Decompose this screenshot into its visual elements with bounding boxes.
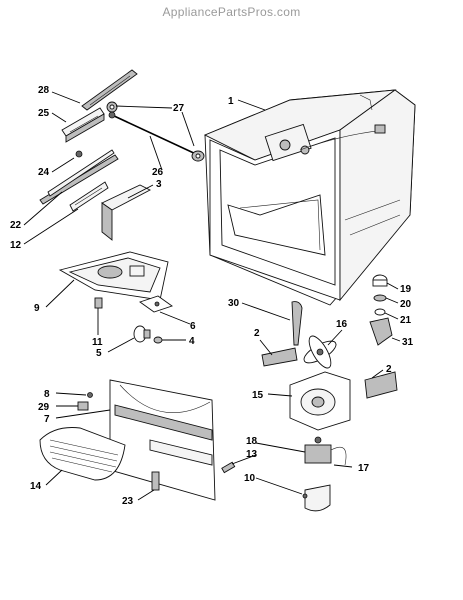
cap bbox=[372, 274, 388, 287]
freezer-housing bbox=[203, 89, 416, 306]
clip bbox=[87, 392, 93, 398]
gear bbox=[106, 101, 205, 162]
callout-20: 20 bbox=[400, 299, 412, 310]
callout-22: 22 bbox=[10, 220, 22, 231]
callouts: 1 28 25 27 24 26 3 22 12 9 11 6 5 4 8 29… bbox=[10, 85, 414, 507]
fan-shroud bbox=[289, 371, 351, 431]
front-panel bbox=[109, 379, 216, 501]
foam-strip bbox=[364, 371, 398, 399]
callout-16: 16 bbox=[336, 319, 348, 330]
drain-tube bbox=[221, 461, 236, 474]
sensor bbox=[94, 297, 103, 309]
callout-4: 4 bbox=[189, 336, 195, 347]
callout-21: 21 bbox=[400, 315, 412, 326]
callout-18: 18 bbox=[246, 436, 258, 447]
rail-bracket bbox=[61, 107, 105, 143]
slide-bracket bbox=[69, 181, 109, 212]
grille bbox=[39, 427, 126, 481]
callout-27: 27 bbox=[173, 103, 185, 114]
callout-6: 6 bbox=[190, 321, 196, 332]
bracket-clip bbox=[77, 401, 89, 411]
axle-rod bbox=[108, 111, 199, 156]
control-housing bbox=[58, 251, 169, 301]
grommet bbox=[374, 308, 386, 316]
callout-2: 2 bbox=[386, 364, 392, 375]
damper-arm bbox=[291, 301, 303, 346]
screw bbox=[75, 150, 83, 158]
watermark: AppliancePartsPros.com bbox=[162, 5, 301, 19]
slide-rail bbox=[39, 149, 119, 205]
callout-10: 10 bbox=[244, 473, 256, 484]
callout-25: 25 bbox=[38, 108, 50, 119]
foam-strip bbox=[261, 347, 298, 367]
callout-29: 29 bbox=[38, 402, 50, 413]
valve bbox=[369, 317, 393, 346]
callout-15: 15 bbox=[252, 390, 264, 401]
callout-3: 3 bbox=[156, 179, 162, 190]
leader-lines bbox=[23, 91, 401, 501]
top-rail bbox=[81, 69, 138, 111]
callout-19: 19 bbox=[400, 284, 412, 295]
callout-26: 26 bbox=[152, 167, 164, 178]
callout-17: 17 bbox=[358, 463, 370, 474]
callout-2: 2 bbox=[254, 328, 260, 339]
callout-12: 12 bbox=[10, 240, 22, 251]
callout-9: 9 bbox=[34, 303, 40, 314]
callout-7: 7 bbox=[44, 414, 50, 425]
motor-bracket bbox=[302, 484, 331, 512]
callout-8: 8 bbox=[44, 389, 50, 400]
callout-30: 30 bbox=[228, 298, 240, 309]
fan-motor bbox=[304, 436, 347, 466]
callout-5: 5 bbox=[96, 348, 102, 359]
clip-bracket bbox=[151, 471, 160, 491]
callout-24: 24 bbox=[38, 167, 50, 178]
callout-23: 23 bbox=[122, 496, 134, 507]
callout-28: 28 bbox=[38, 85, 50, 96]
o-ring bbox=[373, 294, 387, 302]
callout-11: 11 bbox=[92, 337, 103, 348]
foam-pad bbox=[139, 295, 173, 313]
fan-blade bbox=[303, 335, 337, 369]
callout-14: 14 bbox=[30, 481, 42, 492]
callout-1: 1 bbox=[228, 96, 234, 107]
light-bulb bbox=[133, 325, 151, 343]
callout-31: 31 bbox=[402, 337, 414, 348]
side-bracket bbox=[101, 184, 151, 241]
callout-13: 13 bbox=[246, 449, 258, 460]
light-socket bbox=[153, 336, 163, 344]
